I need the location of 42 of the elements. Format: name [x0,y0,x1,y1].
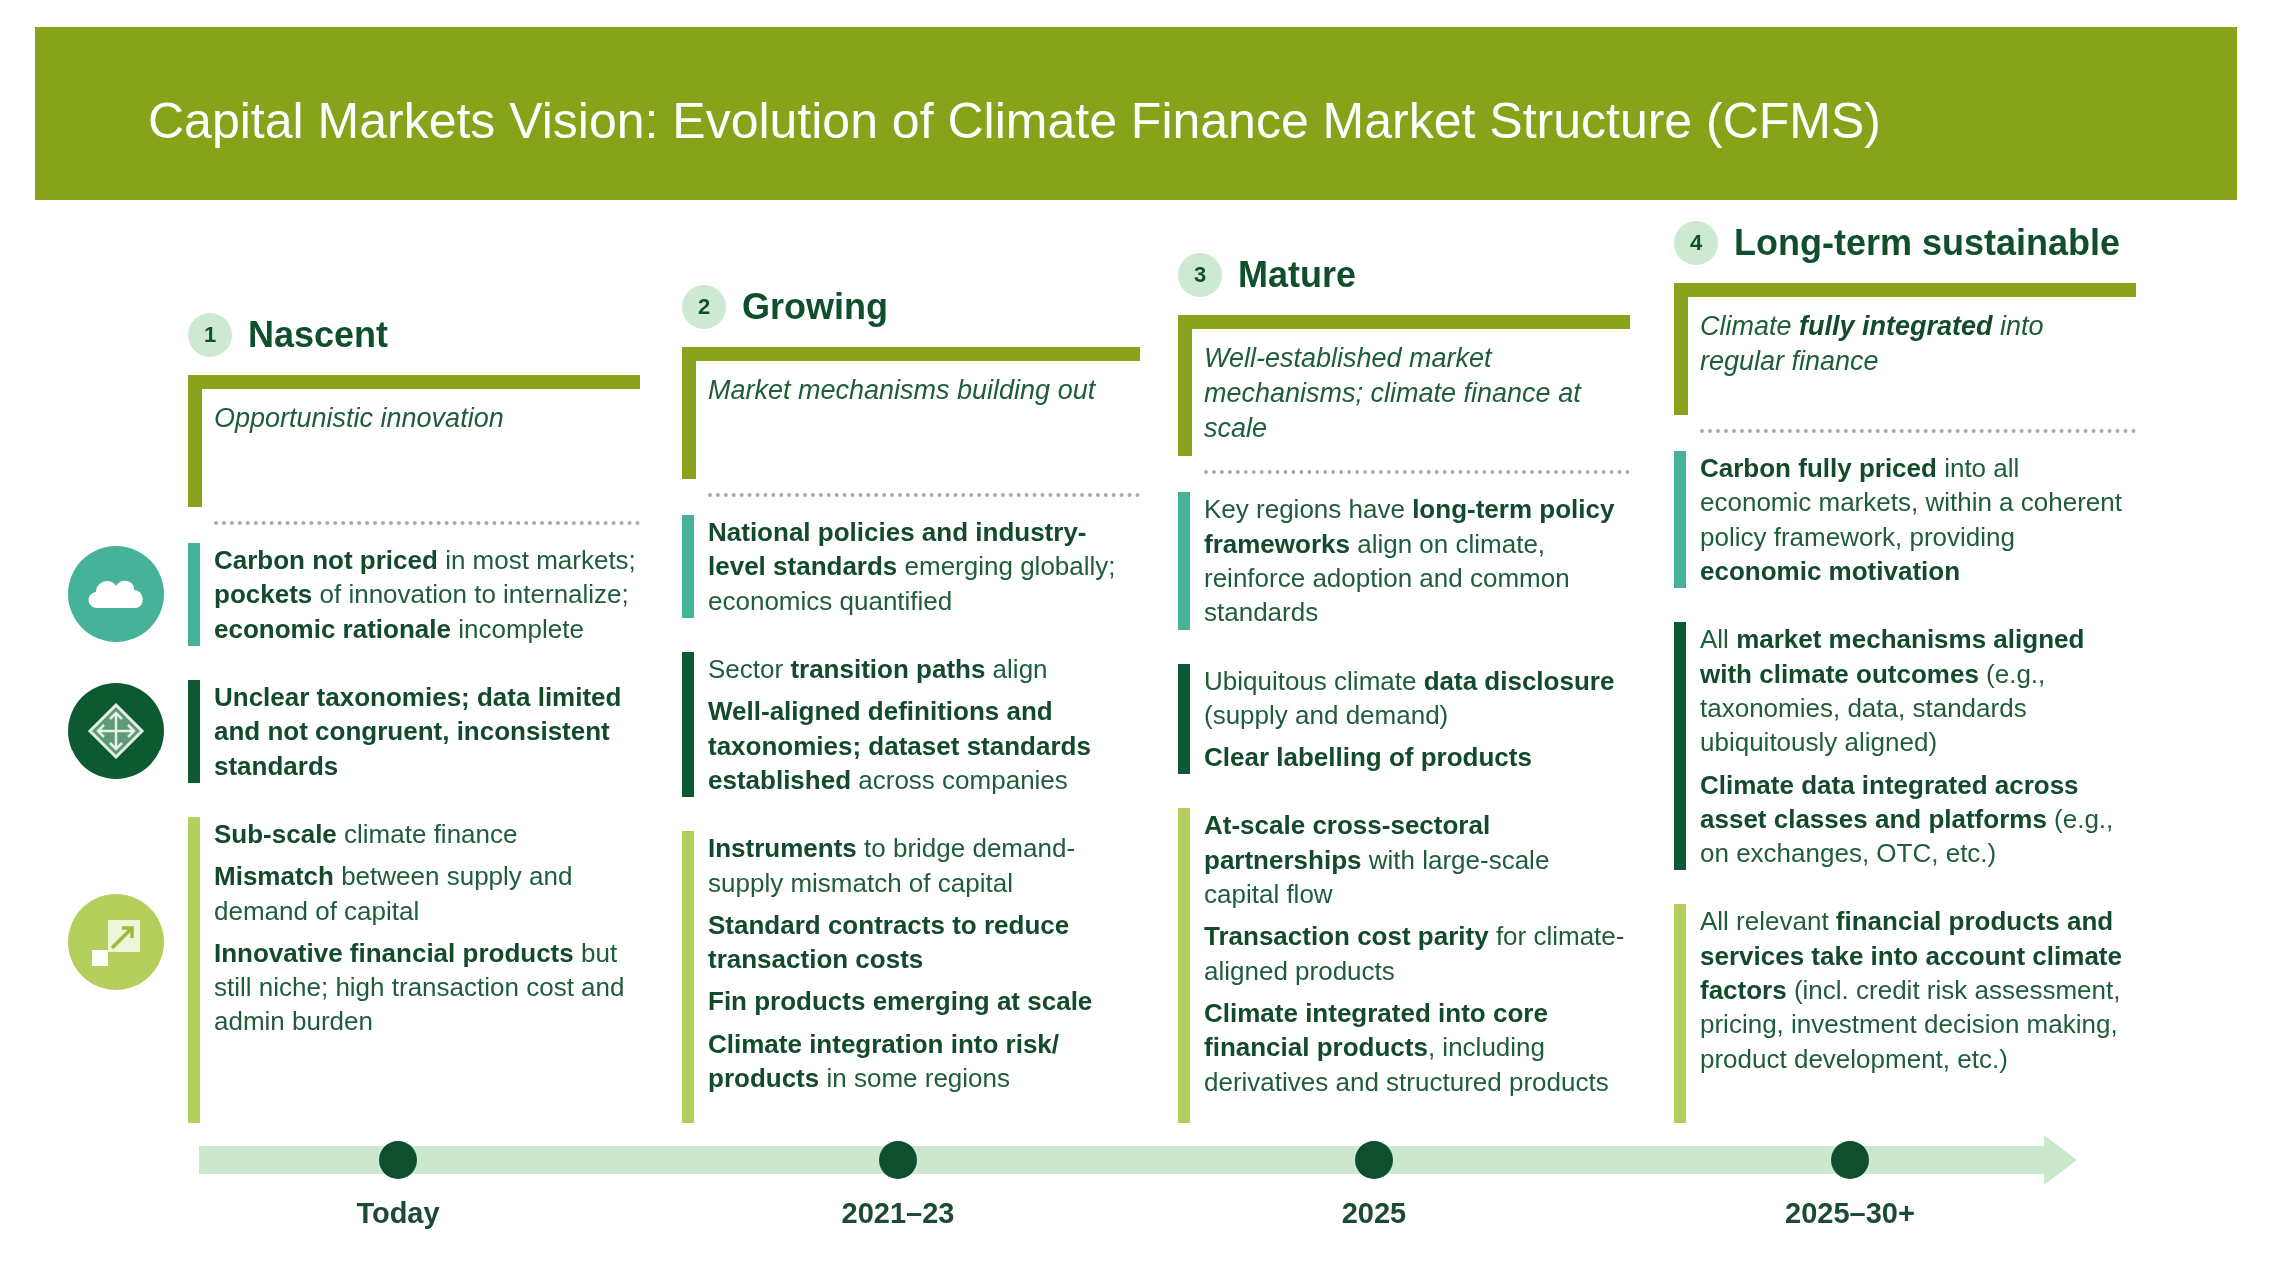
statement-text: Sub-scale climate finance [214,817,519,851]
bracket-frame [188,375,640,507]
bracket-frame [1674,283,2136,415]
bracket-frame [682,347,1140,479]
statement-text: Climate integrated into core financial products, including derivatives and structured products [1204,997,1610,1099]
subtitle-text: Market mechanisms building out [708,374,1097,407]
number-badge: 1 [188,313,232,357]
stage-heading: Growing [742,285,888,329]
statement-text: All market mechanisms aligned with climate outcomes (e.g., taxonomies, data, standards ubiquitously aligned) [1700,623,2086,760]
stage-heading: Nascent [248,313,389,357]
statement-text: Climate data integrated across asset classes and platforms (e.g., on exchanges, OTC, etc.) [1700,768,2115,871]
title: Capital Markets Vision: Evolution of Climate Finance Market Structure (CFMS) [148,92,1881,151]
stage-heading: Mature [1238,253,1357,297]
statement-text: Carbon not priced in most markets; pockets of innovation to internalize; economic rationale incomplete [214,544,637,646]
statement-text: Climate integration into risk/ products in some regions [708,1027,1061,1096]
bracket-frame [1178,315,1630,457]
statement-text: Fin products emerging at scale [708,985,1094,1019]
statement-text: Innovative financial products but still niche; high transaction cost and admin burden [214,936,626,1039]
statement-text: Well-aligned definitions and taxonomies; dataset standards established across companies [708,695,1092,797]
number-badge: 2 [682,285,726,329]
subtitle-text: Opportunistic innovation [214,402,505,435]
statement-text: Standard contracts to reduce transaction costs [708,908,1071,977]
statement-text: Clear labelling of products [1204,741,1533,775]
statement-text: Carbon fully priced into all economic markets, within a coherent policy framework, providing economic motivation [1700,452,2123,588]
stage-heading: Long-term sustainable [1734,221,2121,265]
statement-text: National policies and industry-level standards emerging globally; economics quantified [708,516,1117,618]
number-badge: 4 [1674,221,1718,265]
statement-text: Mismatch between supply and demand of capital [214,860,574,928]
statement-text: All relevant financial products and services take into account climate factors (incl. credit risk assessment, pricing, investment decision making, product development, etc.) [1700,905,2123,1076]
statement-text: Instruments to bridge demand-supply mismatch of capital [708,832,1077,900]
number-badge: 3 [1178,253,1222,297]
date-label: Today [356,1196,440,1230]
statement-text: Transaction cost parity for climate-aligned products [1204,920,1626,988]
date-label: 2025 [1341,1196,1407,1230]
statement-text: Unclear taxonomies; data limited and not congruent, inconsistent standards [214,680,623,783]
subtitle-text: Climate fully integrated into regular finance [1700,310,2045,379]
statement-text: Sector transition paths align [708,652,1049,686]
statement-text: Key regions have long-term policy frameworks align on climate, reinforce adoption and common standards [1204,493,1616,630]
statement-text: Ubiquitous climate data disclosure (supply and demand) [1204,664,1616,732]
date-label: 2025–30+ [1785,1196,1915,1230]
subtitle-text: Well-established market mechanisms; climate finance at scale [1204,342,1583,446]
date-label: 2021–23 [841,1196,955,1230]
